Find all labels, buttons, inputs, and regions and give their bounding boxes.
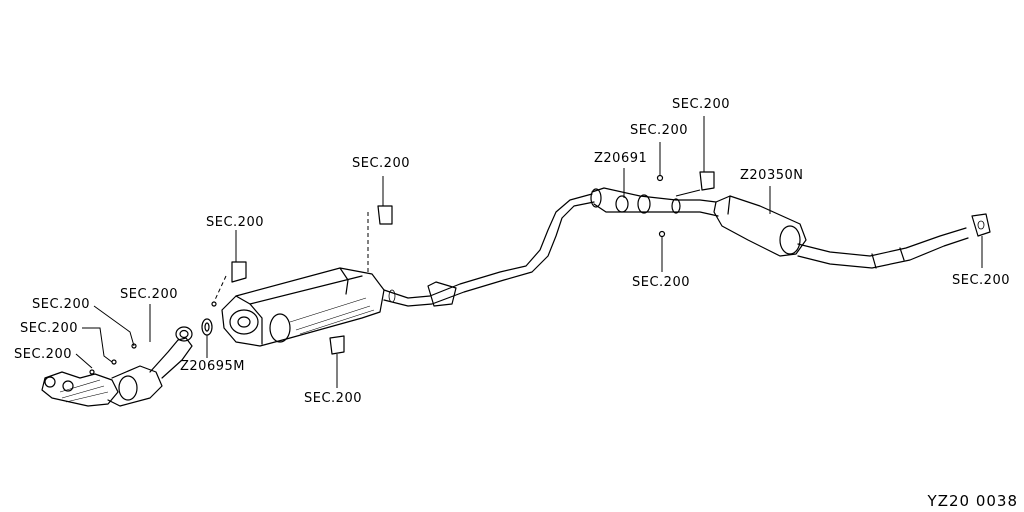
label-part-z20695m: Z20695M (180, 359, 245, 374)
hanger-center-bottom (329, 335, 345, 355)
label-part-z20691: Z20691 (594, 151, 648, 166)
label-sec200-front-left-3: SEC.200 (14, 347, 72, 362)
rear-muffler (713, 195, 807, 257)
label-sec200-front-left-2: SEC.200 (20, 321, 78, 336)
hanger-rear-top (699, 171, 715, 191)
label-sec200-front-bottom: SEC.200 (304, 391, 362, 406)
hanger-front-top (231, 261, 247, 283)
mid-connector (590, 187, 719, 217)
hanger-center-top (377, 205, 393, 225)
label-sec200-mid-bottom: SEC.200 (632, 275, 690, 290)
front-flange (175, 326, 193, 342)
mid-clamp-bottom (658, 230, 666, 238)
label-sec200-center-top: SEC.200 (352, 156, 410, 171)
tail-pipe (797, 227, 969, 269)
center-pipe (383, 193, 595, 307)
front-catalytic-converter (41, 337, 193, 407)
label-sec200-rear-right: SEC.200 (952, 273, 1010, 288)
gasket-z20695m (201, 318, 213, 336)
rear-hanger (971, 213, 991, 237)
label-sec200-upper-left: SEC.200 (206, 215, 264, 230)
label-part-z20350n: Z20350N (740, 168, 804, 183)
figure-code: YZ20 0038 (927, 492, 1018, 510)
leader-lines (75, 116, 983, 388)
center-muffler (221, 267, 385, 347)
label-sec200-rear-top: SEC.200 (672, 97, 730, 112)
label-sec200-front-left-1: SEC.200 (32, 297, 90, 312)
label-sec200-front-top: SEC.200 (120, 287, 178, 302)
label-sec200-mid-top: SEC.200 (630, 123, 688, 138)
mid-clamp-top (656, 174, 664, 182)
